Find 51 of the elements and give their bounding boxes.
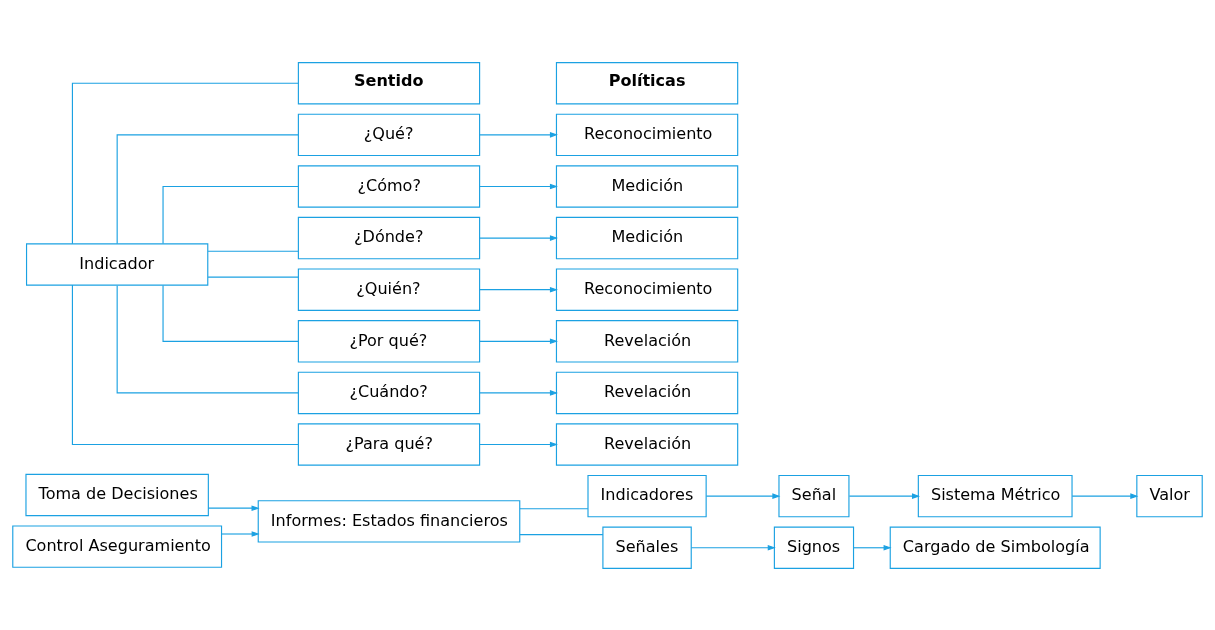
node-box: Cargado de Simbología [889, 526, 1101, 569]
node-box: Indicadores [587, 474, 707, 517]
node-box: Sentido [297, 61, 481, 104]
node-box: Medición [555, 164, 739, 208]
connector [71, 82, 299, 244]
arrow [705, 492, 781, 499]
arrow [479, 286, 558, 292]
connector [71, 284, 299, 445]
arrow [1071, 492, 1139, 499]
node-box: ¿Por qué? [297, 319, 481, 363]
connector [519, 507, 589, 509]
arrow [221, 530, 260, 537]
connector [162, 185, 299, 244]
connector [207, 276, 299, 278]
arrow [848, 492, 920, 499]
node-box: Control Aseguramiento [12, 524, 223, 568]
node-box: Indicador [25, 242, 209, 286]
node-box: Señales [602, 526, 692, 569]
node-box: ¿Cuándo? [297, 371, 481, 414]
connector [116, 284, 299, 393]
arrow [207, 504, 260, 511]
node-box: Medición [555, 216, 739, 259]
arrow [853, 544, 892, 551]
node-box: Valor [1136, 474, 1203, 517]
node-box: Reconocimiento [555, 267, 739, 311]
arrow [479, 338, 558, 344]
arrow [479, 234, 558, 241]
arrow [479, 183, 558, 189]
node-box: Señal [778, 474, 850, 517]
node-box: Revelación [555, 319, 739, 363]
connector [162, 284, 299, 342]
connector [207, 250, 299, 252]
node-box: Toma de Decisiones [25, 473, 209, 516]
arrow [479, 441, 558, 447]
node-box: Revelación [555, 422, 739, 466]
node-box: Políticas [555, 61, 739, 104]
node-box: ¿Quién? [297, 267, 481, 311]
node-box: Sistema Métrico [917, 474, 1073, 517]
arrow [479, 389, 558, 396]
node-box: Signos [773, 526, 855, 569]
node-box: ¿Dónde? [297, 216, 481, 259]
node-box: Informes: Estados financieros [257, 499, 521, 543]
connector [116, 133, 299, 244]
connector [519, 533, 604, 535]
node-box: ¿Qué? [297, 113, 481, 156]
node-box: Reconocimiento [555, 113, 739, 156]
node-box: ¿Para qué? [297, 422, 481, 466]
node-box: Revelación [555, 371, 739, 414]
node-box: ¿Cómo? [297, 164, 481, 208]
arrow [479, 131, 558, 138]
arrow [690, 544, 776, 551]
